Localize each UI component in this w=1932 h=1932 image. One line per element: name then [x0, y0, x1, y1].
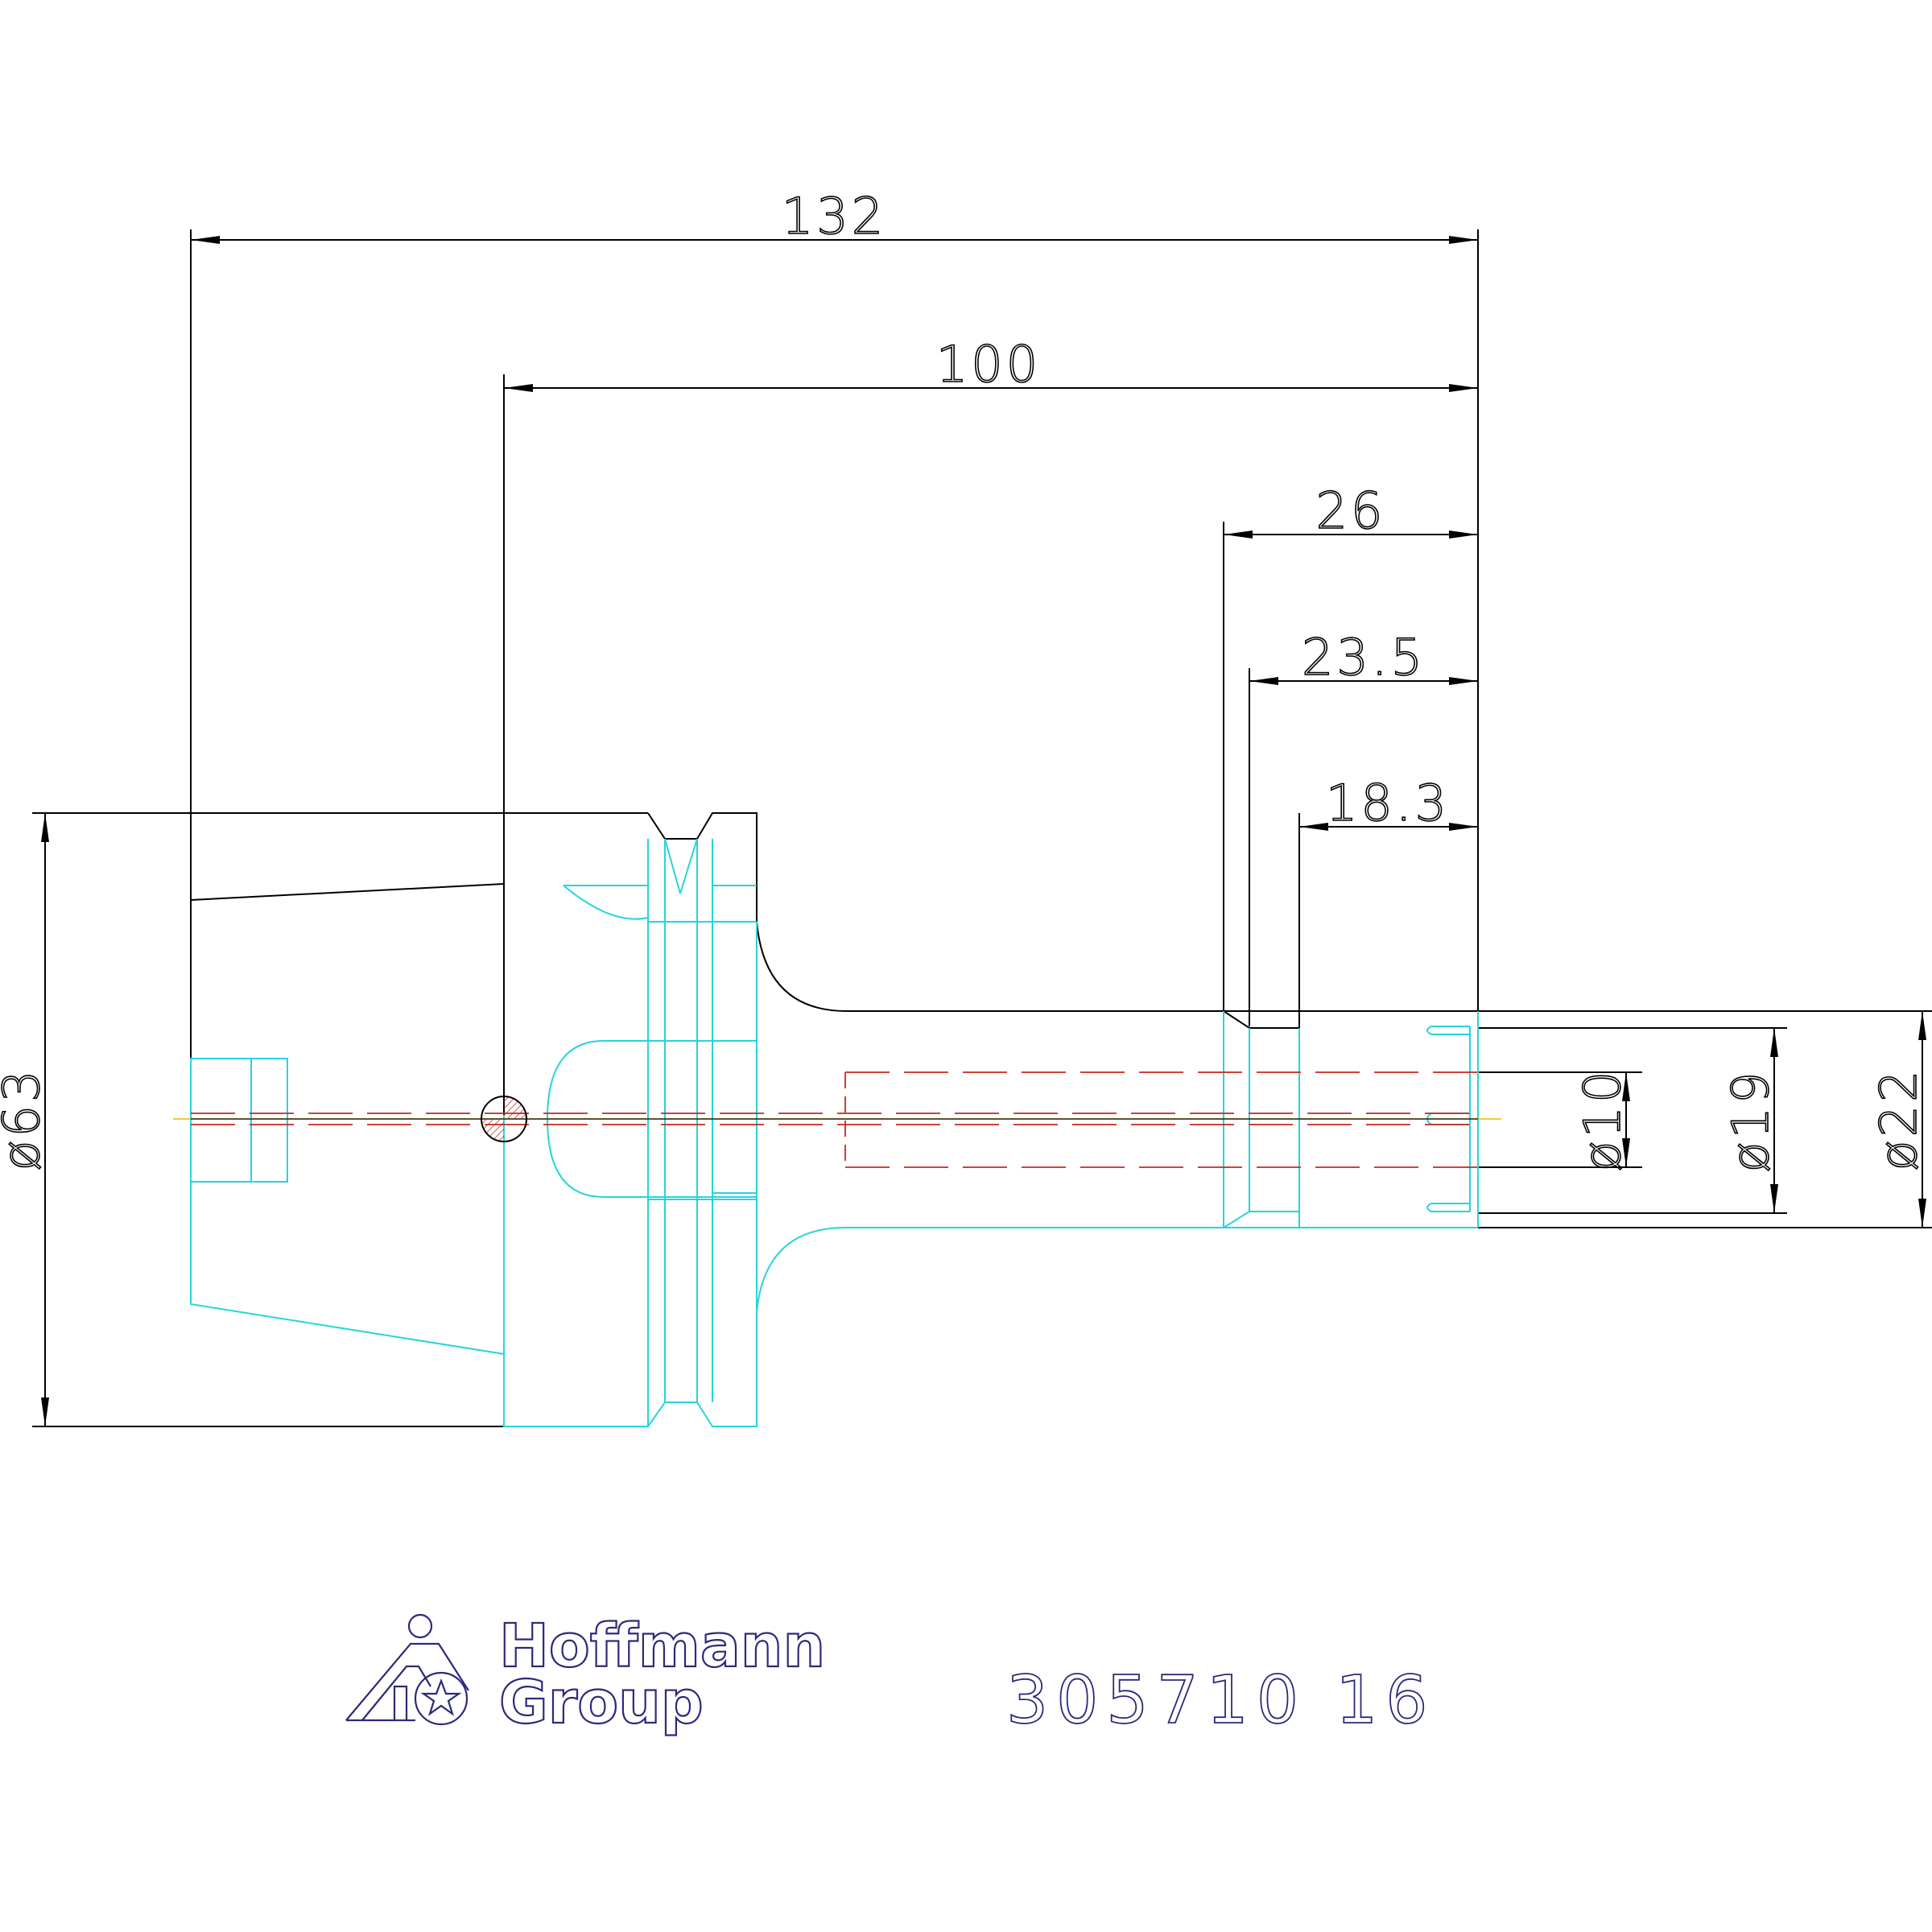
dim-23-5-label: 23.5: [1302, 628, 1426, 687]
tool-holder-outline: [190, 812, 1479, 1427]
dim-10-label: ø10: [1573, 1068, 1632, 1172]
part-number: 305710 16: [1006, 1662, 1435, 1739]
dim-63-label: ø63: [0, 1067, 51, 1171]
dim-22-label: ø22: [1869, 1067, 1928, 1171]
dimension-labels: 132 100 26 23.5 18.3 ø63 ø10 ø19 ø22: [0, 186, 1929, 1173]
gauge-point-marker: [481, 1096, 527, 1142]
dimension-lines: [32, 229, 1932, 1427]
dim-100-label: 100: [936, 335, 1041, 394]
dim-18-3-label: 18.3: [1326, 774, 1450, 832]
logo-line1: Hoffmann: [499, 1612, 825, 1681]
dim-26-label: 26: [1316, 481, 1386, 540]
dim-19-label: ø19: [1721, 1069, 1780, 1173]
dim-132-label: 132: [782, 187, 886, 246]
hoffmann-group-logo: Hoffmann Group: [345, 1611, 826, 1738]
centerline-and-hidden-bore: [173, 1071, 1501, 1168]
hoffmann-logo-mark: [345, 1613, 469, 1726]
logo-line2: Group: [499, 1668, 704, 1737]
